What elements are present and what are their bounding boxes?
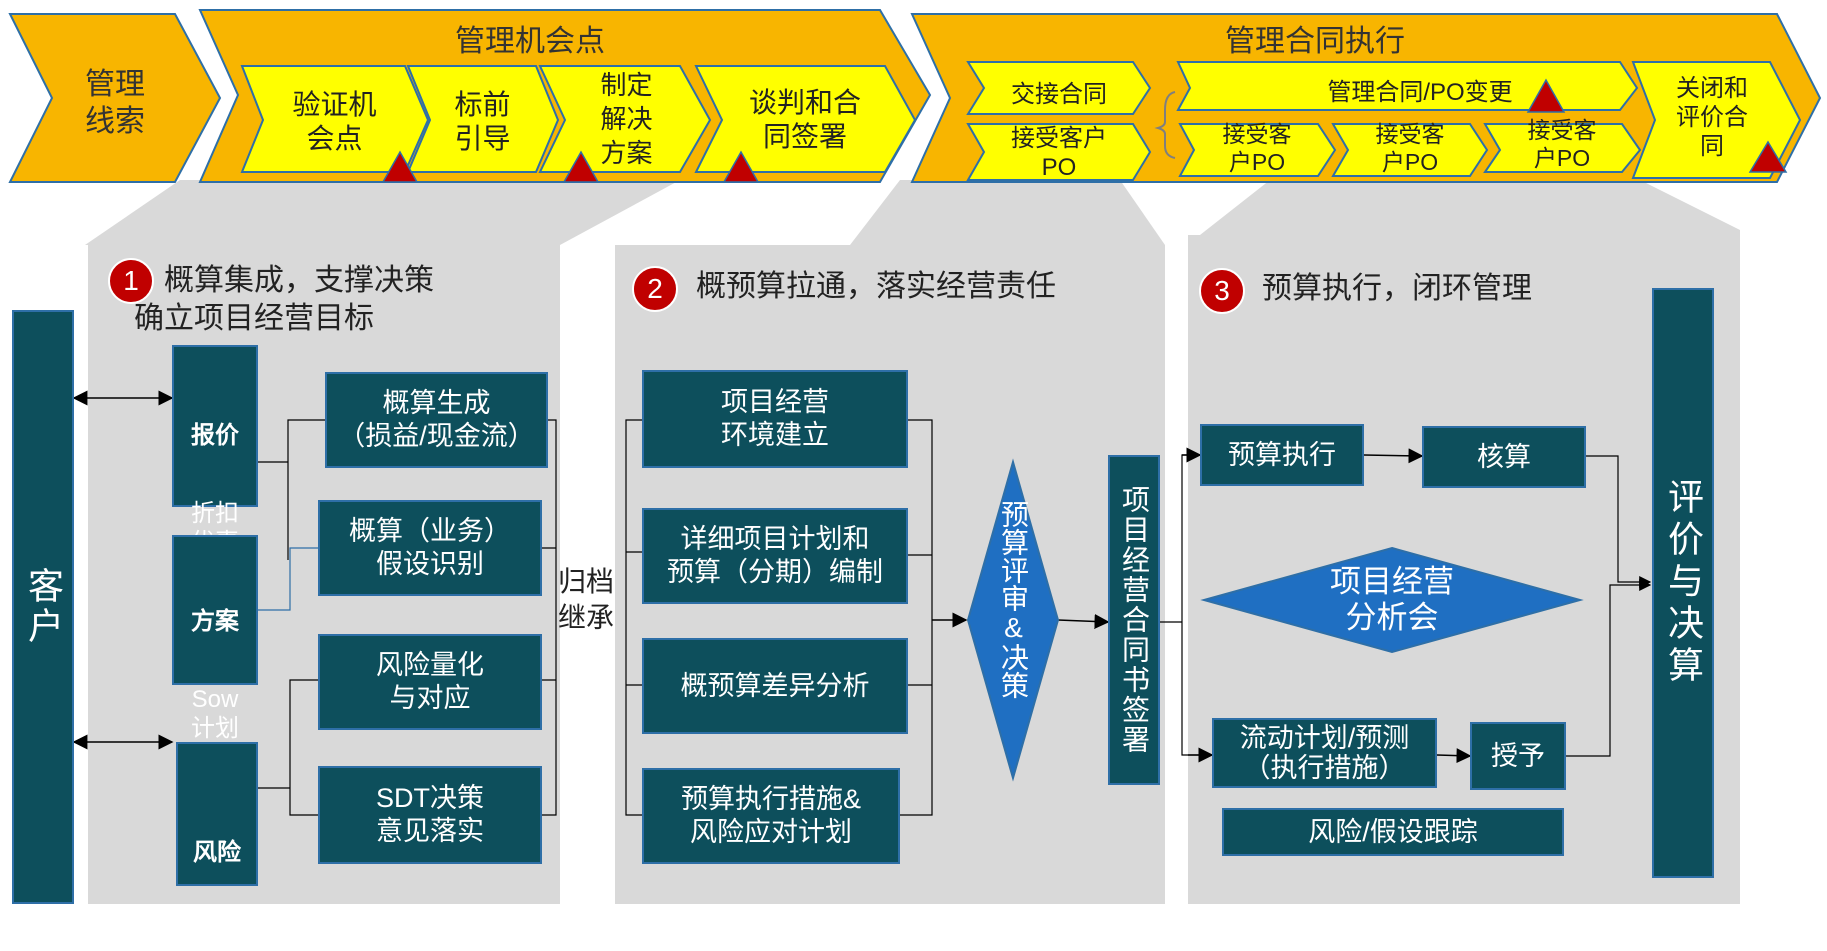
step-guide-label: 标前 引导	[454, 89, 511, 154]
warning-triangle-1	[381, 150, 419, 183]
plan-bracket	[258, 547, 318, 611]
stage1-chevron	[8, 13, 222, 183]
environment-box: 项目经营 环境建立	[642, 370, 908, 468]
risk-bracket	[258, 679, 318, 816]
sign-box: 项目经营合同书签署	[1108, 455, 1160, 785]
panel2-funnel	[850, 180, 1165, 245]
po-step2-label: 接受客 户PO	[1375, 121, 1445, 175]
accounting-box: 核算	[1422, 426, 1586, 488]
close-shape	[1631, 61, 1802, 179]
panel1-title: 概算集成，支撑决策 确立项目经营目标	[134, 264, 434, 335]
panel3-funnel	[1200, 180, 1740, 235]
quote-head: 报价	[191, 422, 239, 449]
step-verify-label: 验证机 会点	[292, 89, 377, 154]
archive-label: 归档 继承	[558, 566, 615, 633]
accounting-to-final	[1586, 455, 1652, 588]
risk-box: 风险 清单	[176, 742, 258, 950]
panel2-right-bracket	[900, 419, 933, 816]
execution-measures-box: 预算执行措施& 风险应对计划	[642, 768, 900, 864]
grant-to-final	[1566, 579, 1652, 757]
po-step3-label: 接受客 户PO	[1527, 117, 1597, 171]
po-step1-shape	[1178, 123, 1337, 177]
po-step2-shape	[1331, 123, 1489, 177]
panel2-title: 概预算拉通，落实经营责任	[696, 270, 1056, 303]
final-settlement-box: 评价与决算	[1652, 288, 1714, 878]
sign-label: 项目经营合同书签署	[1119, 485, 1150, 755]
customer-label: 客户	[23, 567, 64, 647]
connector-layer	[72, 390, 1652, 816]
step-negotiate-label: 谈判和合 同签署	[748, 87, 861, 152]
warning-triangle-2	[562, 150, 600, 183]
risk-quantify-box: 风险量化 与对应	[318, 634, 542, 730]
flow-plan-box: 流动计划/预测 （执行措施）	[1212, 718, 1437, 788]
panel3-title: 预算执行，闭环管理	[1262, 272, 1532, 305]
brace-shape	[1154, 91, 1176, 159]
estimate-generation-box: 概算生成 （损益/现金流）	[325, 372, 548, 468]
handover-shape	[966, 61, 1152, 115]
diagram-canvas	[8, 9, 1822, 245]
budget-exec-box: 预算执行	[1200, 424, 1364, 486]
accept-po-shape	[966, 123, 1152, 181]
close-label: 关闭和 评价合 同	[1676, 75, 1748, 160]
change-shape	[1176, 61, 1639, 111]
step-solution-label: 制定 解决 方案	[600, 70, 653, 168]
risk-head: 风险	[193, 839, 241, 866]
panel1-funnel	[85, 180, 680, 245]
po-step3-shape	[1483, 123, 1642, 173]
step-negotiate-shape	[694, 65, 917, 173]
variance-analysis-box: 概预算差异分析	[642, 638, 908, 734]
archive-bracket	[542, 419, 557, 816]
stage1-label: 管理 线索	[85, 68, 145, 138]
quote-bracket	[258, 419, 325, 560]
plan-box: 方案 Sow 计划 条款	[172, 535, 258, 771]
risk-body: 清单	[193, 923, 241, 950]
stage2-title: 管理机会点	[455, 25, 605, 58]
step-solution-shape	[538, 65, 712, 173]
handover-label: 交接合同	[1011, 81, 1107, 108]
flow-to-grant-arrow	[1436, 748, 1472, 764]
review-diamond	[966, 458, 1060, 782]
panel1-badge: 1	[108, 258, 154, 304]
quote-box: 报价 折扣 优惠 ……	[172, 345, 258, 585]
grant-box: 授予	[1470, 722, 1566, 790]
meeting-diamond	[1200, 546, 1584, 654]
exec-to-accounting-arrow	[1363, 448, 1424, 464]
risk-tracking-box: 风险/假设跟踪	[1222, 808, 1564, 856]
panel2-badge: 2	[632, 266, 678, 312]
meeting-label: 项目经营 分析会	[1330, 564, 1454, 635]
panel3-badge: 3	[1199, 268, 1245, 314]
change-label: 管理合同/PO变更	[1327, 79, 1513, 106]
final-settlement-label: 评价与决算	[1663, 478, 1704, 688]
review-label: 预算评审&决策	[998, 500, 1029, 699]
step-guide-shape	[406, 65, 560, 173]
review-text-wrap: 预算评审&决策	[995, 500, 1031, 750]
review-to-sign-arrow	[1057, 613, 1110, 629]
sdt-decision-box: SDT决策 意见落实	[318, 766, 542, 864]
warning-triangle-3	[722, 150, 760, 183]
po-step1-label: 接受客 户PO	[1222, 121, 1292, 175]
stage3-title: 管理合同执行	[1225, 25, 1405, 58]
estimate-assumption-box: 概算（业务） 假设识别	[318, 500, 542, 596]
warning-triangle-4	[1526, 78, 1566, 113]
panel2-left-bracket	[625, 419, 642, 816]
detailed-plan-box: 详细项目计划和 预算（分期）编制	[642, 508, 908, 604]
customer-bar: 客户	[12, 310, 74, 904]
diamond-layer	[966, 458, 1584, 782]
accept-po-label: 接受客户 PO	[1011, 125, 1107, 181]
warning-triangle-5	[1748, 140, 1788, 173]
plan-head: 方案	[191, 608, 239, 635]
